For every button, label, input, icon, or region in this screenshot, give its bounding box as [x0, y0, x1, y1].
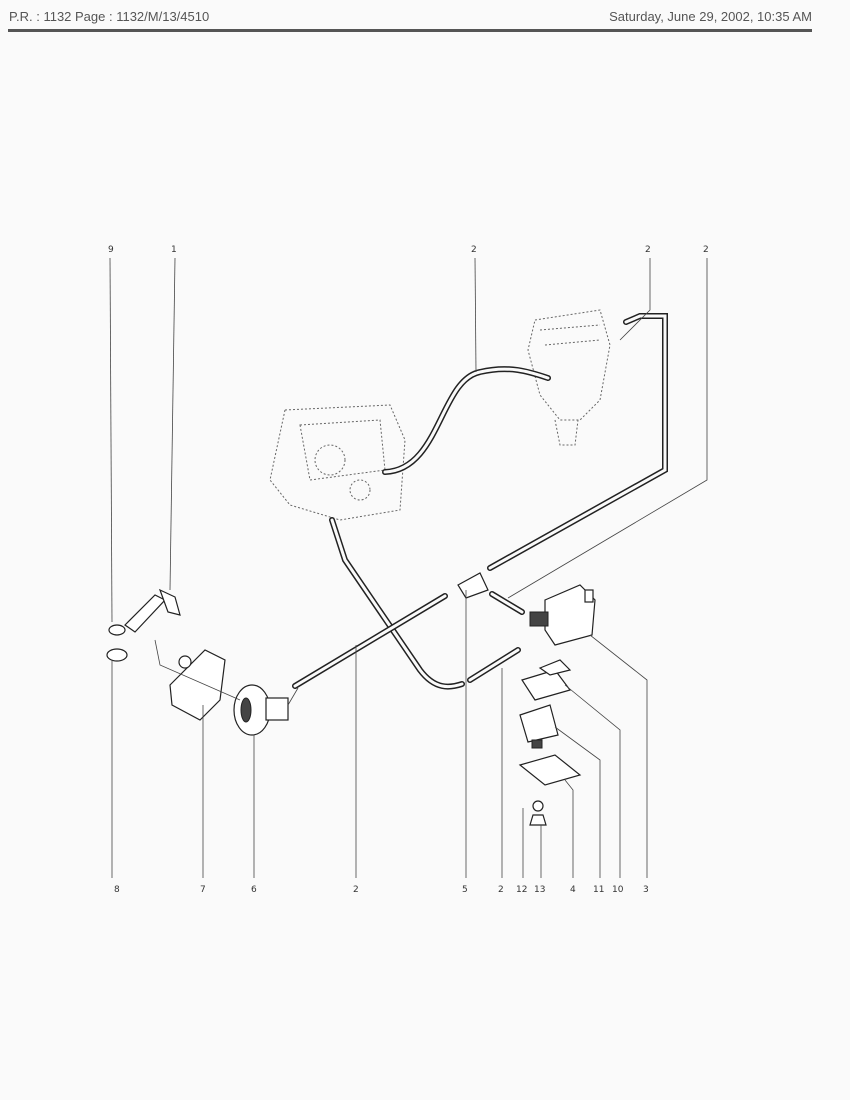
callout-3: 3: [643, 885, 649, 895]
callout-10: 10: [612, 885, 624, 895]
distributor-outline: [527, 309, 611, 446]
callout-4: 4: [570, 885, 576, 895]
callout-8: 8: [114, 885, 120, 895]
bracket: [154, 639, 241, 721]
linkage-rod: [106, 588, 181, 662]
callout-2: 2: [353, 885, 359, 895]
mounting-parts: [518, 659, 582, 826]
callout-12: 12: [516, 885, 527, 895]
callout-2: 2: [703, 245, 709, 255]
solenoid-valve: [529, 584, 596, 646]
header-divider: [8, 29, 812, 32]
vacuum-capsule: [233, 684, 299, 736]
callout-5: 5: [462, 885, 468, 895]
vacuum-hoses: [292, 313, 668, 690]
carburetor-outline: [269, 404, 406, 521]
callout-6: 6: [251, 885, 257, 895]
callout-7: 7: [200, 885, 206, 895]
callout-2: 2: [498, 885, 504, 895]
callout-11: 11: [593, 885, 604, 895]
callout-9: 9: [108, 245, 114, 255]
callout-2: 2: [471, 245, 477, 255]
header-page-reference: P.R. : 1132 Page : 1132/M/13/4510: [9, 9, 210, 24]
leader-lines: [109, 257, 708, 878]
callout-2: 2: [645, 245, 651, 255]
callout-13: 13: [534, 885, 545, 895]
header-date: Saturday, June 29, 2002, 10:35 AM: [609, 9, 812, 24]
callout-1: 1: [171, 245, 177, 255]
